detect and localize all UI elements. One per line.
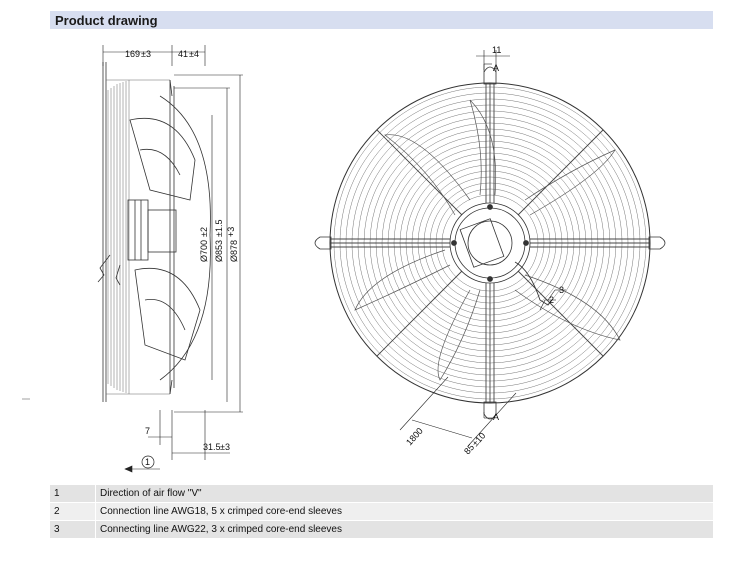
callout-2: 2 — [549, 295, 554, 305]
dim-d1-tol: ±2 — [199, 227, 209, 237]
fan-blades — [354, 99, 621, 381]
callout-3: 3 — [559, 285, 564, 295]
dim-hub-tol: ±4 — [189, 49, 199, 59]
dim-flange: 31.5 — [203, 442, 221, 452]
legend-text: Connecting line AWG22, 3 x crimped core-… — [95, 520, 713, 539]
legend-text: Connection line AWG18, 5 x crimped core-… — [95, 502, 713, 521]
dim-d3: Ø878 — [229, 240, 239, 262]
connection-cable — [514, 261, 553, 306]
mounting-lugs — [314, 66, 666, 420]
dim-depth-tol: ±3 — [141, 49, 151, 59]
airflow-marker: 1 — [145, 457, 150, 467]
legend-num: 1 — [50, 485, 96, 503]
dim-d2: Ø853 — [214, 240, 224, 262]
dim-sleeve-tol: ±10 — [470, 431, 487, 449]
product-drawing: 169 ±3 41 ±4 Ø700 ±2 Ø853 ±1.5 Ø878 +3 7… — [22, 45, 666, 473]
motor-hub — [449, 202, 531, 284]
side-guard-grid — [106, 79, 170, 395]
legend-num: 2 — [50, 502, 96, 521]
airflow-marker-circle — [141, 455, 155, 469]
front-view — [314, 66, 666, 420]
front-dimensions — [399, 50, 566, 447]
dim-top: 11 — [492, 45, 501, 55]
dim-rim: 7 — [145, 426, 150, 436]
section-header: Product drawing — [50, 11, 713, 29]
dim-depth: 169 — [125, 49, 140, 59]
legend-row: 3 Connecting line AWG22, 3 x crimped cor… — [50, 520, 713, 539]
section-label-bottom: A — [493, 412, 499, 422]
legend-row: 1 Direction of air flow "V" — [50, 485, 713, 503]
dim-d1: Ø700 — [199, 240, 209, 262]
legend-row: 2 Connection line AWG18, 5 x crimped cor… — [50, 502, 713, 521]
legend-num: 3 — [50, 520, 96, 539]
dim-cable: 1800 — [404, 426, 425, 448]
side-dimensions — [102, 45, 243, 473]
section-title: Product drawing — [55, 12, 158, 28]
dim-hub: 41 — [178, 49, 188, 59]
dim-d2-tol: ±1.5 — [214, 220, 224, 237]
guard-struts — [330, 83, 650, 403]
dim-flange-tol: ±3 — [220, 442, 230, 452]
legend-table: 1 Direction of air flow "V" 2 Connection… — [50, 485, 713, 539]
side-dimension-labels: 169 ±3 41 ±4 Ø700 ±2 Ø853 ±1.5 Ø878 +3 7… — [125, 49, 239, 469]
dim-d3-tol: +3 — [226, 227, 236, 237]
dim-sleeve: 85 — [462, 442, 476, 456]
section-label-top: A — [493, 63, 499, 73]
legend-text: Direction of air flow "V" — [95, 485, 713, 503]
side-view — [97, 62, 211, 402]
